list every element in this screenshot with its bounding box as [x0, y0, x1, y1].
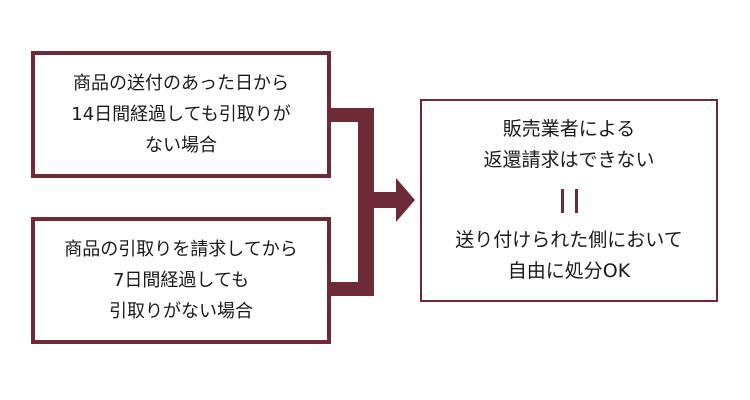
result-box: 販売業者による 返還請求はできない 送り付けられた側において 自由に処分OK [420, 99, 718, 302]
condition-2-line-3: 引取りがない場合 [109, 301, 253, 322]
result-line-3: 送り付けられた側において [455, 229, 683, 251]
condition-1-line-2: 14日間経過しても引取りが [71, 104, 291, 125]
equals-icon [560, 189, 578, 213]
condition-box-request: 商品の引取りを請求してから 7日間経過しても 引取りがない場合 [31, 217, 331, 344]
result-line-1: 販売業者による [502, 118, 636, 140]
condition-2-line-1: 商品の引取りを請求してから [64, 239, 298, 260]
condition-box-delivery: 商品の送付のあった日から 14日間経過しても引取りが ない場合 [31, 51, 331, 178]
condition-2-line-2: 7日間経過しても [112, 270, 249, 291]
condition-1-line-3: ない場合 [145, 135, 217, 156]
result-line-4: 自由に処分OK [507, 260, 631, 282]
bracket-arrow-shape [331, 108, 415, 296]
result-line-2: 返還請求はできない [483, 149, 655, 171]
condition-1-line-1: 商品の送付のあった日から [73, 73, 289, 94]
